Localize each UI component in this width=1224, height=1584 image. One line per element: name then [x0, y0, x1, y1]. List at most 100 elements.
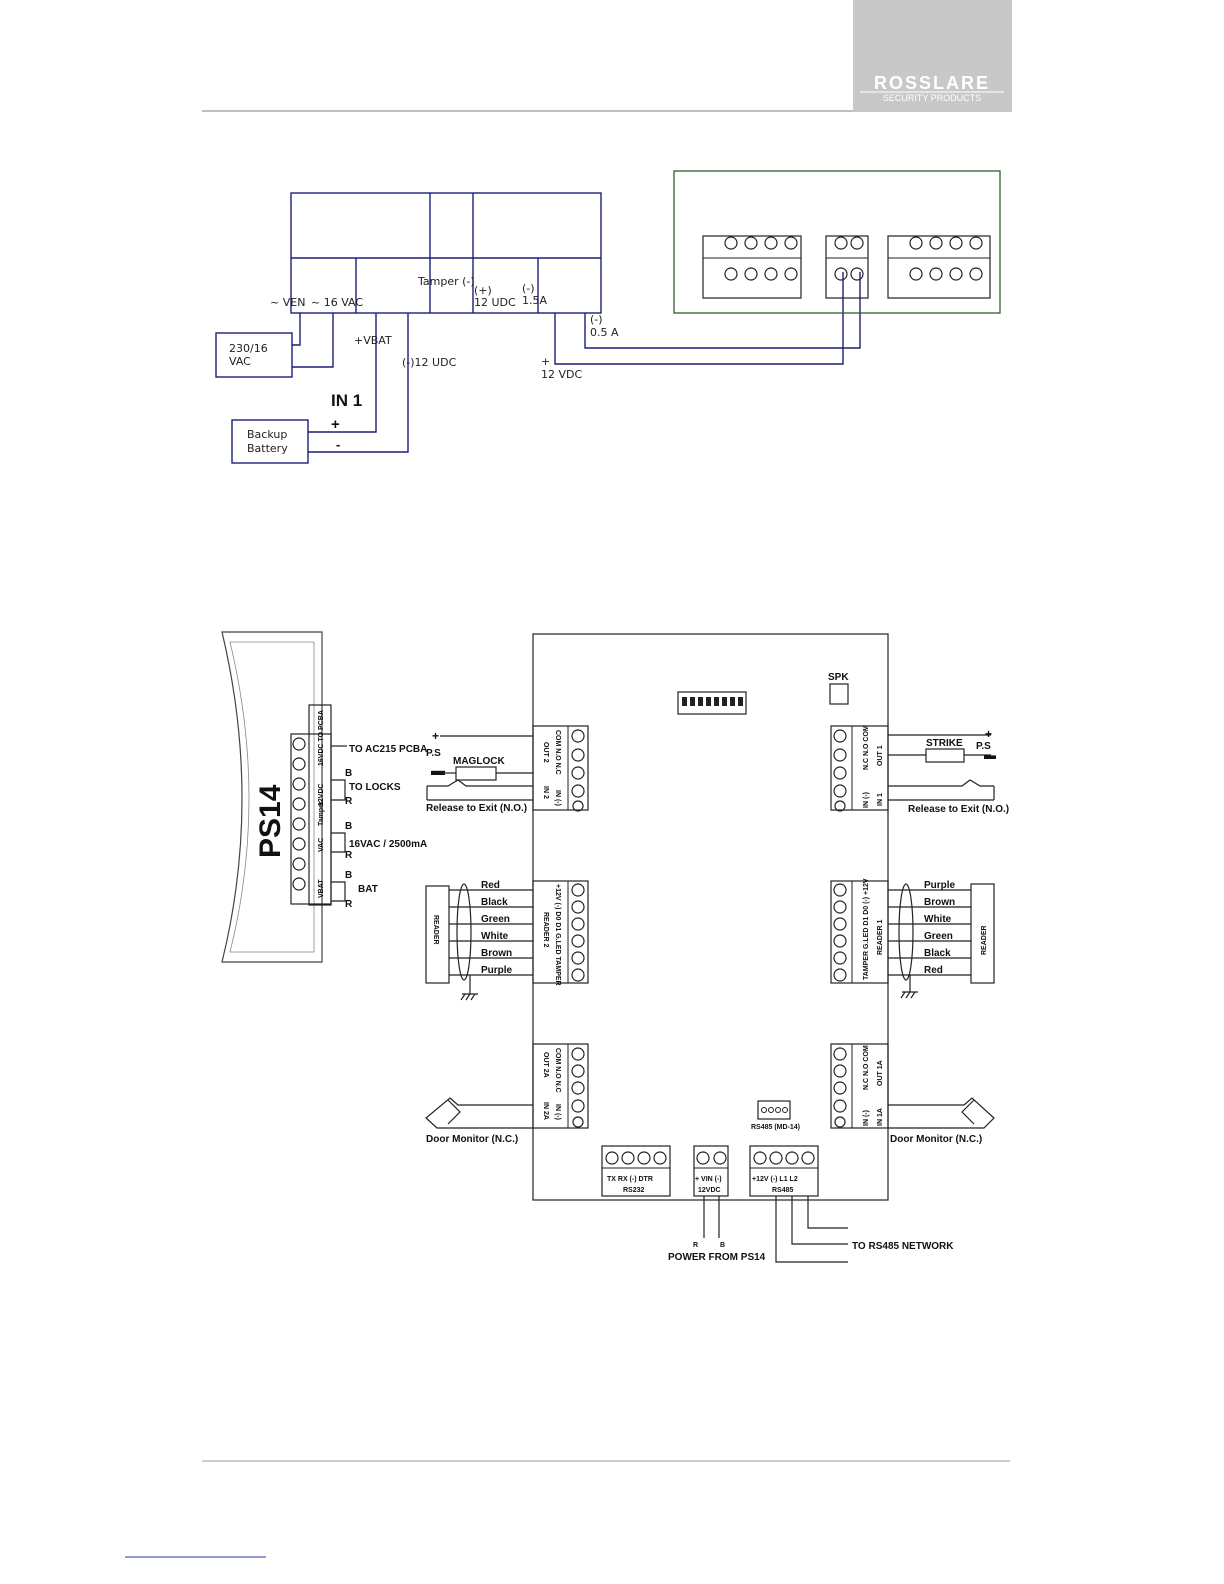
out1-pins: N.C N.O COM: [863, 725, 870, 770]
reader1-label: READER 1: [877, 919, 884, 955]
ps14-term-label: VAC: [318, 838, 325, 852]
ps14-term-label: 12VDC: [318, 783, 325, 806]
tamper-label: Tamper (-): [417, 275, 475, 288]
mains-label-1: 230/16: [229, 342, 268, 355]
vin-label: 12VDC: [698, 1187, 721, 1194]
release-left-label: Release to Exit (N.O.): [426, 803, 527, 814]
wire-color-label: Green: [924, 931, 953, 942]
wire-color-label: Purple: [924, 880, 956, 891]
in1a-label: IN 1A: [877, 1108, 884, 1126]
out1a-block: [830, 1043, 889, 1129]
to-locks-label: TO LOCKS: [349, 782, 401, 793]
terminal-block-power: [825, 235, 869, 299]
in2a-pins: IN (-): [554, 1104, 561, 1120]
out2a-block: [532, 1043, 589, 1129]
wire-color-label: Red: [924, 965, 943, 976]
ps-right-label: P.S: [976, 741, 991, 752]
terminal-block-left: [702, 235, 802, 299]
wire-r3: R: [345, 899, 353, 910]
wire-color-label: Brown: [924, 897, 955, 908]
rs485-md14-label: RS485 (MD-14): [751, 1124, 800, 1131]
reader2-wires: [449, 883, 533, 1001]
dip-switch: [677, 691, 747, 715]
pwr-r-label: R: [693, 1242, 698, 1249]
neg-label: (-): [522, 282, 535, 295]
wiring-diagram: PS14 16VDC TO PCBA 12VDC Tamper VAC VBAT…: [221, 631, 1009, 1263]
in1-pins: IN (-): [863, 792, 870, 808]
release-switch-right: [888, 779, 994, 787]
out1a-label: OUT 1A: [877, 1060, 884, 1086]
wire-neg05: [584, 272, 861, 349]
neg12-label: (-)12 UDC: [402, 356, 457, 369]
bat-minus-label: -: [336, 437, 340, 452]
wire-b2: B: [345, 821, 352, 832]
ps14-label-strip: [308, 704, 332, 906]
dip-switch-keys: [682, 697, 743, 706]
ps14-term-label: VBAT: [318, 879, 325, 898]
vbat-label: +VBAT: [354, 334, 392, 347]
out1a-pins: N.C N.O COM: [863, 1045, 870, 1090]
door-right-label: Door Monitor (N.C.): [890, 1134, 982, 1145]
wire-r1: R: [345, 796, 353, 807]
pos-label: (+): [474, 284, 492, 297]
brand-logo: ROSSLARE: [874, 73, 990, 93]
brand-tagline: SECURITY PRODUCTS: [883, 93, 981, 103]
wire-color-label: Brown: [481, 948, 512, 959]
wire-vbat: [308, 313, 377, 433]
reader1-block: [830, 880, 889, 984]
wire-color-label: Red: [481, 880, 500, 891]
ps-plus-left: +: [432, 729, 439, 743]
battery-label-2: Battery: [247, 442, 288, 455]
vin-block: [693, 1145, 729, 1197]
out2-pins: COM N.O N.C: [554, 730, 561, 775]
out2a-label: OUT 2A: [542, 1052, 549, 1078]
in2-label: IN 2: [542, 786, 549, 799]
ps14-term-label: 16VDC TO PCBA: [318, 710, 325, 766]
out1-block: [830, 725, 889, 812]
vac16-label: ~ 16 VAC: [311, 296, 363, 309]
out2-label: OUT 2: [542, 742, 549, 763]
speaker: [829, 683, 849, 705]
reader-box-right: [970, 883, 995, 984]
mains-label-2: VAC: [229, 355, 251, 368]
power-supply-box: [290, 192, 602, 314]
wire-color-label: White: [924, 914, 952, 925]
rs232-pins: TX RX (-) DTR: [607, 1176, 653, 1183]
reader2-pins: +12V (-) D0 D1 G.LED TAMPER: [554, 884, 561, 986]
wire-bat-neg: [308, 313, 409, 453]
wire-color-label: White: [481, 931, 509, 942]
release-right-label: Release to Exit (N.O.): [908, 804, 1009, 815]
wire: [331, 779, 346, 801]
rs485-wire: [791, 1196, 848, 1245]
ps-minus-left: ▬: [431, 762, 445, 778]
power-from-label: POWER FROM PS14: [668, 1252, 766, 1263]
rs485-wire: [807, 1196, 848, 1229]
wire-b3: B: [345, 870, 352, 881]
ps-plus-right: +: [985, 727, 992, 741]
rs232-block: [601, 1145, 671, 1197]
mains-box: [215, 332, 293, 378]
bat-plus-label: +: [331, 416, 340, 433]
ps-minus-right: ▬: [984, 748, 996, 762]
to-network-label: TO RS485 NETWORK: [852, 1241, 954, 1252]
wire-color-label: Green: [481, 914, 510, 925]
neg05-label: 0.5 A: [590, 326, 619, 339]
wire: [331, 832, 346, 853]
wire-color-label: Black: [924, 948, 951, 959]
door-monitor-left-contact: [447, 1099, 461, 1125]
ps14-title: PS14: [254, 784, 287, 858]
ps14-outline-inner: [229, 641, 315, 953]
neg-15-label: 1.5A: [522, 294, 547, 307]
rs485-block: [749, 1145, 819, 1197]
door-monitor-right: [888, 1097, 995, 1129]
wire-ven: [292, 313, 301, 346]
door-monitor-left: [425, 1097, 533, 1129]
rs485-pins: +12V (-) L1 L2: [752, 1176, 798, 1183]
reader2-block: [532, 880, 589, 984]
controller-outline: [673, 170, 1001, 314]
ps14-terminals: [292, 737, 306, 891]
out2-block: [532, 725, 589, 812]
wire-vac: [292, 313, 334, 368]
wire-r2: R: [345, 850, 353, 861]
